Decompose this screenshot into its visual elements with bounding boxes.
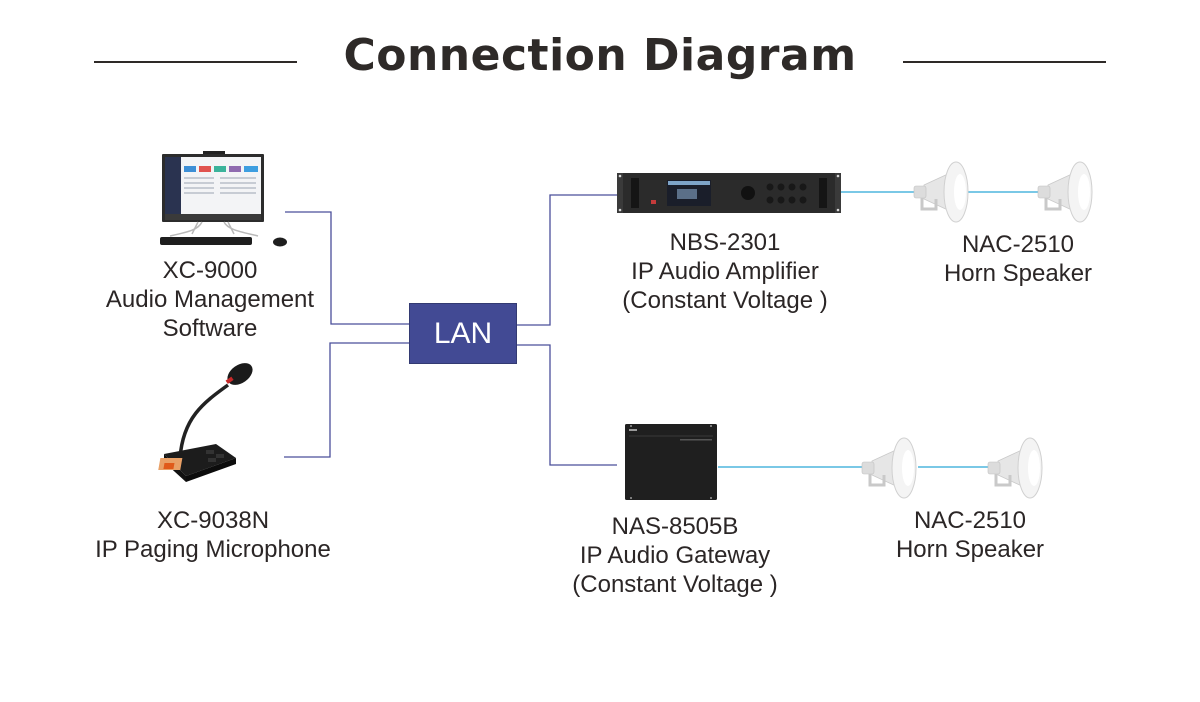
- microphone-name: IP Paging Microphone: [95, 536, 331, 563]
- title-rule-left: [94, 61, 297, 63]
- horn-speaker-icon: [1037, 161, 1093, 223]
- software-model: XC-9000: [162, 257, 258, 284]
- gateway-label: NAS-8505B IP Audio Gateway (Constant Vol…: [540, 512, 810, 599]
- amplifier-model: NBS-2301: [669, 229, 781, 256]
- microphone-model: XC-9038N: [156, 507, 270, 534]
- wire-lan-to-amplifier: [517, 194, 620, 326]
- software-type: Software: [162, 315, 258, 342]
- speakers-bottom-label: NAC-2510 Horn Speaker: [852, 506, 1088, 564]
- gateway-name: IP Audio Gateway: [579, 542, 771, 569]
- audio-gateway-icon: [625, 424, 717, 500]
- speakers-top-model: NAC-2510: [961, 231, 1075, 258]
- lan-hub: LAN: [409, 303, 517, 364]
- software-name: Audio Management: [105, 286, 315, 313]
- amplifier-type: (Constant Voltage ): [622, 287, 828, 314]
- software-label: XC-9000 Audio Management Software: [80, 256, 340, 343]
- amplifier-label: NBS-2301 IP Audio Amplifier (Constant Vo…: [590, 228, 860, 315]
- horn-speaker-icon: [987, 437, 1043, 499]
- speakers-top-label: NAC-2510 Horn Speaker: [900, 230, 1136, 288]
- wire-software-to-lan: [285, 211, 409, 325]
- horn-speaker-icon: [861, 437, 917, 499]
- amplifier-name: IP Audio Amplifier: [631, 258, 819, 285]
- horn-speaker-icon: [913, 161, 969, 223]
- gateway-model: NAS-8505B: [611, 513, 739, 540]
- wire-microphone-to-lan: [284, 342, 409, 458]
- rack-amplifier-icon: [617, 173, 841, 213]
- gateway-type: (Constant Voltage ): [572, 571, 778, 598]
- speakers-top-name: Horn Speaker: [943, 260, 1093, 287]
- wire-lan-to-gateway: [517, 344, 617, 466]
- microphone-label: XC-9038N IP Paging Microphone: [60, 506, 366, 564]
- speakers-bottom-model: NAC-2510: [913, 507, 1027, 534]
- title-rule-right: [903, 61, 1106, 63]
- page-title: Connection Diagram: [343, 30, 857, 81]
- speakers-bottom-name: Horn Speaker: [895, 536, 1045, 563]
- all-in-one-pc-icon: [160, 151, 287, 247]
- paging-microphone-icon: [158, 363, 253, 482]
